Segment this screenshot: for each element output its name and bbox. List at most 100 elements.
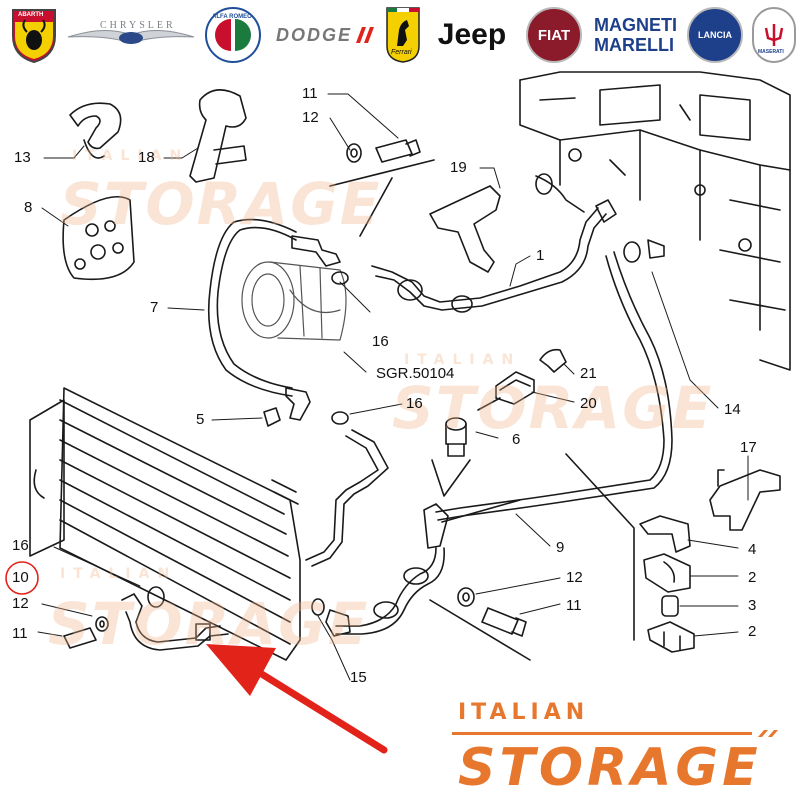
callout-11-top: 11 xyxy=(302,85,318,102)
abarth-label: ABARTH xyxy=(18,12,44,18)
dodge-stripes-icon xyxy=(356,27,374,43)
part-18-bracket xyxy=(189,89,247,183)
callout-12-bottom-right: 12 xyxy=(566,569,583,586)
part-6-bracket-lines xyxy=(431,397,501,497)
callout-19: 19 xyxy=(450,159,467,176)
part-16-oring-d xyxy=(311,598,325,616)
callout-6: 6 xyxy=(512,431,521,448)
part-13-clamp xyxy=(69,102,122,159)
pipe-7 xyxy=(207,218,341,421)
jeep-wordmark-icon: Jeep xyxy=(437,18,507,51)
callout-10: 10 xyxy=(12,569,29,586)
fiat-label: FIAT xyxy=(537,26,571,44)
part-2-clip-lower xyxy=(647,621,695,653)
leader-lines xyxy=(37,93,749,681)
abarth-logo: ABARTH xyxy=(6,6,62,64)
callout-16-b: 16 xyxy=(406,395,423,412)
part-12-washer-bottom-left xyxy=(95,616,109,632)
callout-2-upper: 2 xyxy=(748,569,757,586)
dodge-logo: DODGE xyxy=(270,6,380,64)
callout-12-top: 12 xyxy=(302,109,319,126)
dodge-wordmark-icon: DODGE xyxy=(275,24,352,45)
callout-21: 21 xyxy=(580,365,597,382)
callout-5: 5 xyxy=(196,411,205,428)
part-16-oring-a xyxy=(331,271,349,285)
maserati-logo: MASERATI xyxy=(752,6,796,64)
pipe-9 xyxy=(305,429,521,637)
part-8-gasket-plate xyxy=(62,196,135,281)
magneti-marelli-logo: MAGNETI MARELLI xyxy=(588,6,680,64)
footer-rule xyxy=(452,730,778,737)
callout-13: 13 xyxy=(14,149,31,166)
compressor-ghost xyxy=(241,261,347,341)
fiat-badge-icon: FIAT xyxy=(526,7,582,63)
highlight-circle xyxy=(5,561,39,595)
callout-9: 9 xyxy=(556,539,565,556)
callout-18: 18 xyxy=(138,149,155,166)
reference-label: SGR.50104 xyxy=(376,365,455,382)
alfa-romeo-roundel-icon xyxy=(205,7,261,63)
callout-3: 3 xyxy=(748,597,757,614)
ferrari-label: Ferrari xyxy=(391,49,412,56)
part-11-bolt-bottom-left xyxy=(63,627,97,649)
part-10-pipe xyxy=(121,593,229,651)
callout-17: 17 xyxy=(740,439,757,456)
scorpion-shield-icon xyxy=(12,9,56,64)
part-12-washer-bottom-right xyxy=(457,587,475,607)
part-16-oring-c xyxy=(147,586,165,608)
part-16-oring-b xyxy=(331,411,349,425)
magneti-marelli-wordmark-icon: MAGNETI MARELLI xyxy=(594,15,677,55)
condenser xyxy=(29,387,301,661)
part-4-clip xyxy=(639,515,691,553)
pipe-14 xyxy=(435,239,673,521)
callout-14: 14 xyxy=(724,401,741,418)
footer-line1: ITALIAN xyxy=(458,700,590,725)
trident-badge-icon: MASERATI xyxy=(752,7,796,63)
red-arrow-icon xyxy=(206,644,388,754)
callout-7: 7 xyxy=(150,299,159,316)
bolt-bracket-line xyxy=(329,159,435,187)
lancia-badge-icon: LANCIA xyxy=(687,7,743,63)
jeep-logo: Jeep xyxy=(428,6,516,64)
alfa-romeo-label: ALFA ROMEO xyxy=(212,14,252,20)
part-3-spacer xyxy=(661,595,679,617)
lancia-label: LANCIA xyxy=(698,30,732,40)
part-11-bolt-bottom-right xyxy=(481,607,527,637)
callout-20: 20 xyxy=(580,395,597,412)
chrysler-label: CHRYSLER xyxy=(100,20,176,31)
part-19-bracket xyxy=(429,185,501,273)
ferrari-logo: Ferrari xyxy=(384,6,422,64)
part-11-bolt-top xyxy=(375,139,421,163)
callout-12-bottom-left: 12 xyxy=(12,595,29,612)
callout-2-lower: 2 xyxy=(748,623,757,640)
callout-16-c: 16 xyxy=(12,537,29,554)
callout-11-bottom-right: 11 xyxy=(566,597,582,614)
part-2-clip-upper xyxy=(643,553,691,593)
brand-logos-bar: ABARTH CHRYSLER ALFA ROMEO DODGE xyxy=(0,0,800,70)
pipe-1 xyxy=(371,173,617,313)
part-12-washer-top xyxy=(346,143,362,163)
callout-16-a: 16 xyxy=(372,333,389,350)
chrysler-logo: CHRYSLER xyxy=(66,6,196,64)
part-5-nut xyxy=(263,407,281,427)
part-17-bracket xyxy=(709,469,781,531)
callout-15: 15 xyxy=(350,669,367,686)
callout-11-bottom-left: 11 xyxy=(12,625,28,642)
part-20-connector xyxy=(495,371,535,405)
part-21-clip xyxy=(539,348,567,373)
bolt-pointer-line xyxy=(359,177,393,237)
bottom-bolt-bracket-line xyxy=(429,599,531,661)
clip-group-line xyxy=(565,453,635,641)
lancia-logo: LANCIA xyxy=(684,6,746,64)
callout-1: 1 xyxy=(536,247,545,264)
callout-4: 4 xyxy=(748,541,757,558)
part-6-pressure-switch xyxy=(445,417,467,457)
fiat-logo: FIAT xyxy=(524,6,584,64)
alfa-romeo-logo: ALFA ROMEO xyxy=(202,6,264,64)
winged-badge-icon xyxy=(67,29,195,44)
prancing-horse-shield-icon xyxy=(386,7,420,63)
callout-8: 8 xyxy=(24,199,33,216)
maserati-label: MASERATI xyxy=(758,49,784,55)
